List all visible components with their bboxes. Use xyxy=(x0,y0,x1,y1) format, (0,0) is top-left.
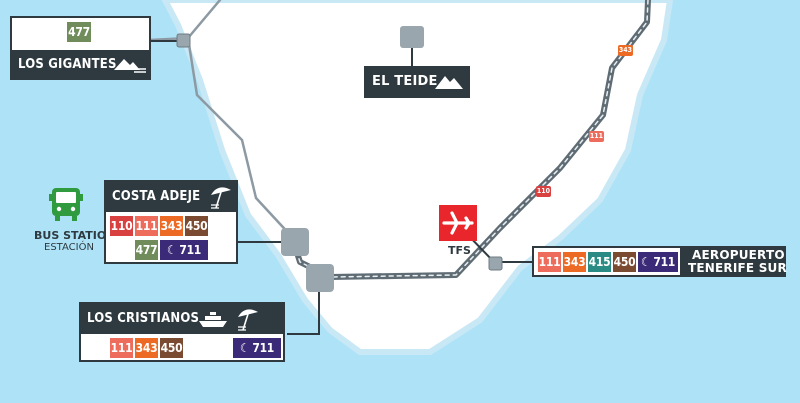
route-badge-477[interactable]: 477 xyxy=(67,22,91,42)
los-cristianos-card[interactable]: LOS CRISTIANOS 111 343 450 ☾ 711 xyxy=(79,302,285,362)
los-cristianos-name: LOS CRISTIANOS xyxy=(87,311,200,326)
road-tag-111: 111 xyxy=(589,131,604,142)
route-badge-477[interactable]: 477 xyxy=(135,240,158,260)
route-badge-343[interactable]: 343 xyxy=(160,216,183,236)
airport-name-line1: AEROPUERTO xyxy=(692,248,785,262)
route-badge-450[interactable]: 450 xyxy=(185,216,208,236)
road-north-coast xyxy=(186,0,295,240)
route-badge-343[interactable]: 343 xyxy=(563,252,586,272)
los-gigantes-name: LOS GIGANTES xyxy=(18,57,117,72)
stop-los-cristianos[interactable] xyxy=(306,264,334,292)
ship-icon xyxy=(199,312,227,327)
route-badge-111[interactable]: 111 xyxy=(538,252,561,272)
route-badge-711-label: 711 xyxy=(252,341,275,355)
route-badge-343[interactable]: 343 xyxy=(135,338,158,358)
route-badge-111[interactable]: 111 xyxy=(135,216,158,236)
stop-markers xyxy=(176,26,503,292)
route-badge-450[interactable]: 450 xyxy=(160,338,183,358)
route-badge-711[interactable]: ☾ 711 xyxy=(233,338,281,358)
stop-los-gigantes[interactable] xyxy=(176,33,191,48)
road-tag-110: 110 xyxy=(536,186,551,197)
stop-airport[interactable] xyxy=(488,256,503,271)
route-badge-711[interactable]: ☾ 711 xyxy=(160,240,208,260)
los-cristianos-header: LOS CRISTIANOS xyxy=(81,304,283,334)
route-badge-711-label: 711 xyxy=(179,243,202,257)
road-tag-343: 343 xyxy=(618,45,633,56)
route-badge-711[interactable]: ☾ 711 xyxy=(638,252,678,272)
island-landmass xyxy=(161,0,674,355)
airplane-icon xyxy=(442,211,474,235)
stop-costa-adeje[interactable] xyxy=(281,228,309,256)
moon-icon: ☾ xyxy=(640,255,651,269)
airplane-icon-box[interactable] xyxy=(439,205,477,241)
route-badge-415[interactable]: 415 xyxy=(588,252,611,272)
costa-adeje-card[interactable]: COSTA ADEJE 110 111 343 450 477 ☾ 711 xyxy=(104,180,238,264)
route-badge-111[interactable]: 111 xyxy=(110,338,133,358)
airport-card[interactable]: 111 343 415 450 ☾ 711 AEROPUERTO TENERIF… xyxy=(532,246,787,277)
route-badge-711-label: 711 xyxy=(653,255,676,269)
costa-adeje-name: COSTA ADEJE xyxy=(112,189,201,204)
beach-umbrella-icon xyxy=(211,187,231,209)
bus-station-label-es: ESTACIÓN xyxy=(44,242,94,253)
el-teide-name: EL TEIDE xyxy=(372,74,438,89)
route-badge-110[interactable]: 110 xyxy=(110,216,133,236)
airport-code: TFS xyxy=(448,244,471,257)
stop-el-teide[interactable] xyxy=(400,26,424,48)
mountain-sea-icon xyxy=(114,59,146,73)
moon-icon: ☾ xyxy=(239,341,250,355)
moon-icon: ☾ xyxy=(166,243,177,257)
bus-station-label-en: BUS STATION xyxy=(34,229,116,242)
route-badge-450[interactable]: 450 xyxy=(613,252,636,272)
costa-adeje-header: COSTA ADEJE xyxy=(106,182,236,212)
los-gigantes-card[interactable]: 477 LOS GIGANTES xyxy=(10,16,151,80)
los-gigantes-header: LOS GIGANTES xyxy=(12,50,149,80)
beach-umbrella-icon xyxy=(238,309,258,331)
el-teide-label[interactable]: EL TEIDE xyxy=(364,66,470,98)
mountain-icon xyxy=(435,76,463,89)
bus-icon xyxy=(49,188,83,221)
airport-name-line2: TENERIFE SUR xyxy=(688,261,787,275)
